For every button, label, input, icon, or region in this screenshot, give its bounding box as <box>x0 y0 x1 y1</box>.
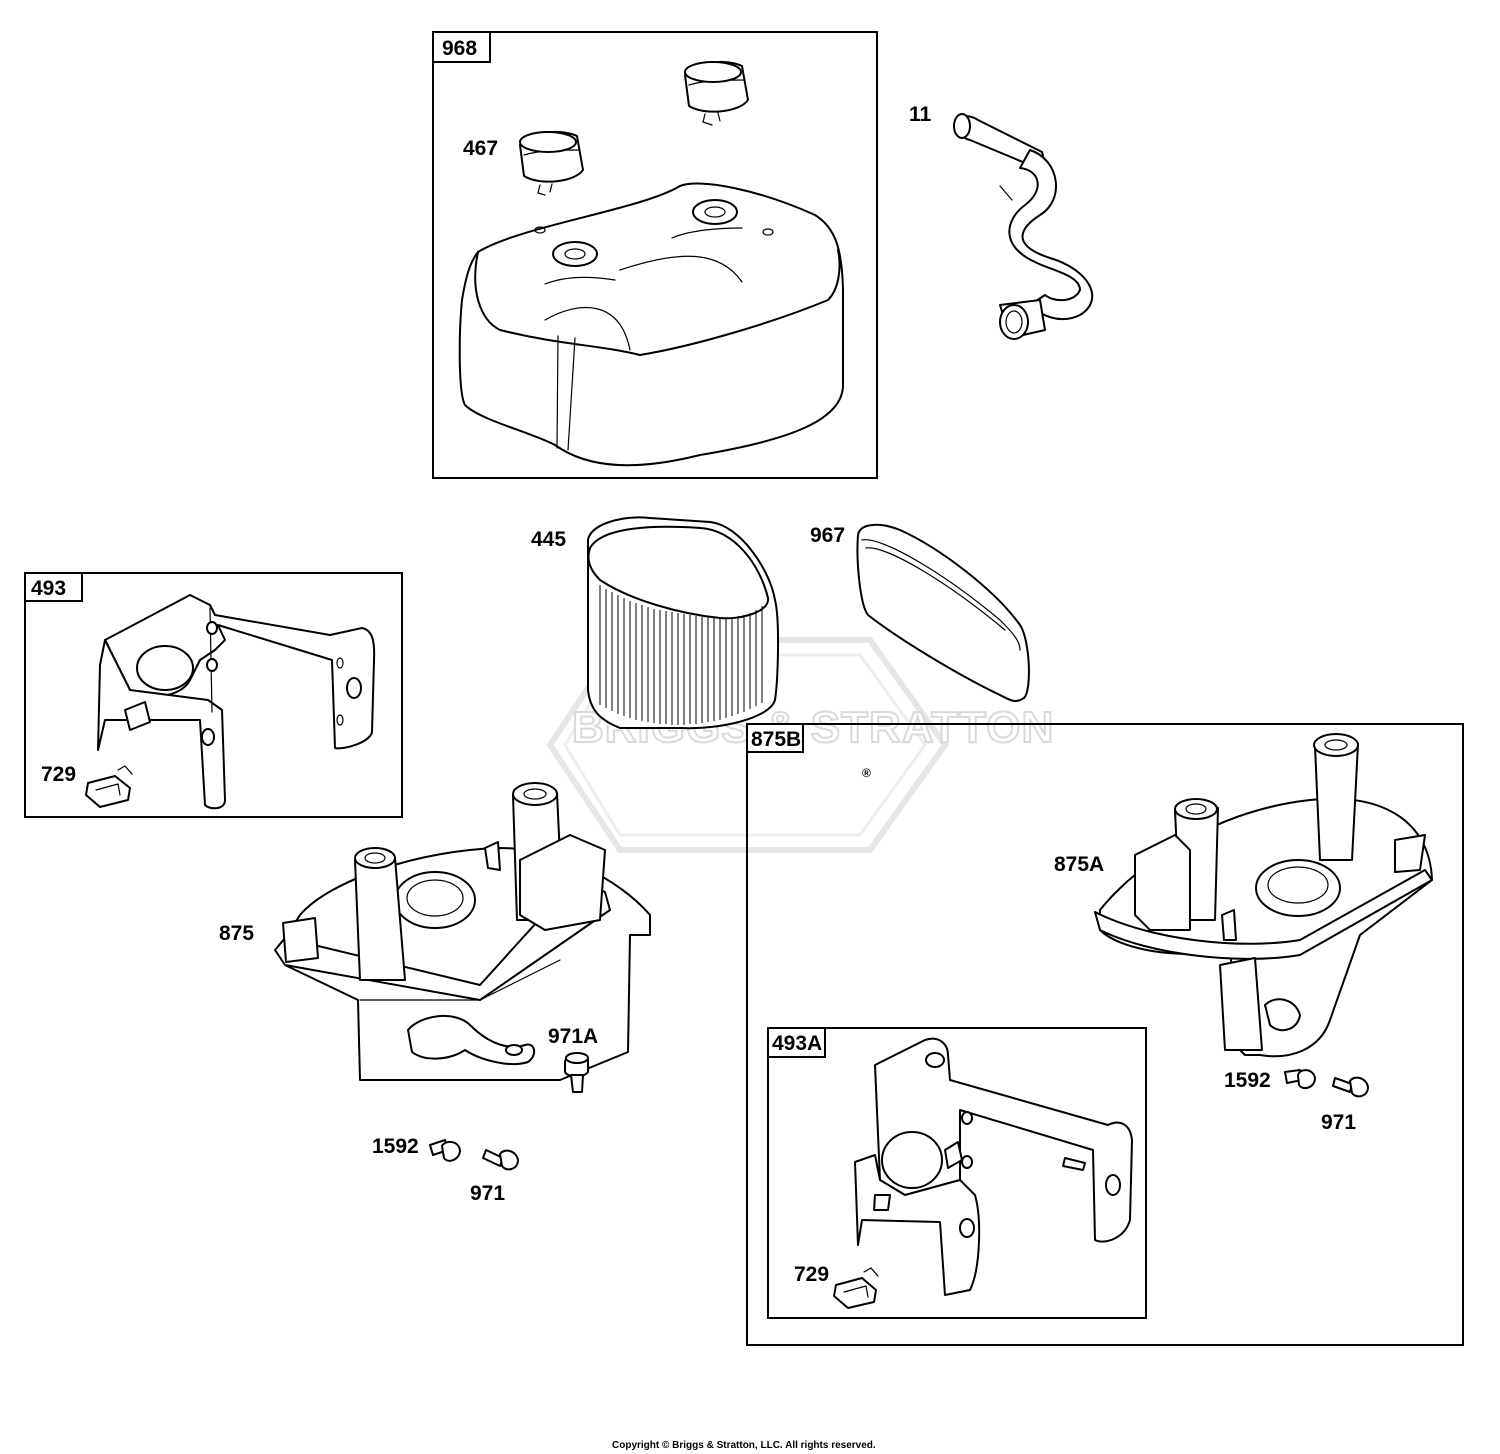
clip-729-right[interactable] <box>833 1267 879 1309</box>
callout-1592-right: 1592 <box>1224 1069 1271 1092</box>
air-cleaner-cover[interactable] <box>458 182 844 467</box>
air-cleaner-base-875[interactable] <box>274 782 651 1081</box>
callout-467: 467 <box>463 137 498 160</box>
knob-467[interactable] <box>519 130 584 196</box>
air-filter-445[interactable] <box>587 516 780 730</box>
group-493A-tag-box <box>767 1027 826 1058</box>
callout-967: 967 <box>810 524 845 547</box>
bolt-1592-right[interactable] <box>1284 1069 1316 1090</box>
group-493-frame <box>24 572 403 818</box>
callout-729-left: 729 <box>41 763 76 786</box>
bracket-493[interactable] <box>97 594 376 810</box>
bolt-971-left[interactable] <box>482 1149 519 1171</box>
breather-hose-11[interactable] <box>953 113 1094 340</box>
group-875B-tag-box <box>746 723 804 753</box>
group-493A-tag: 493A <box>772 1032 822 1055</box>
watermark-registered: ® <box>862 766 871 780</box>
group-493-tag-box <box>24 572 83 602</box>
group-493A-frame <box>767 1027 1147 1319</box>
knob-467-second[interactable] <box>684 60 749 126</box>
cap-seat-right <box>692 199 738 225</box>
cap-seat-left <box>552 241 598 267</box>
callout-11: 11 <box>909 103 932 126</box>
group-968-tag: 968 <box>442 37 477 60</box>
callout-971A: 971A <box>548 1025 598 1048</box>
callout-729-right: 729 <box>794 1263 829 1286</box>
bracket-493A[interactable] <box>854 1037 1133 1296</box>
air-cleaner-base-875A[interactable] <box>1094 733 1433 1058</box>
callout-445: 445 <box>531 528 566 551</box>
group-875B-frame <box>746 723 1464 1346</box>
group-875B-tag: 875B <box>751 728 801 751</box>
group-493A: 493A <box>767 1027 1147 1319</box>
group-968: 968 <box>432 31 878 479</box>
bolt-971A[interactable] <box>564 1052 589 1093</box>
callout-875: 875 <box>219 922 254 945</box>
pre-cleaner-967[interactable] <box>856 523 1030 703</box>
callout-875A: 875A <box>1054 853 1104 876</box>
clip-729-left[interactable] <box>85 765 133 808</box>
callout-971-right: 971 <box>1321 1111 1356 1134</box>
bolt-1592-left[interactable] <box>429 1139 461 1162</box>
group-493-tag: 493 <box>31 577 66 600</box>
group-493: 493 <box>24 572 403 818</box>
bolt-971-right[interactable] <box>1332 1076 1369 1098</box>
group-875B: 875B <box>746 723 1464 1346</box>
group-968-tag-box <box>432 31 491 63</box>
group-968-frame <box>432 31 878 479</box>
callout-1592-left: 1592 <box>372 1135 419 1158</box>
callout-971-left: 971 <box>470 1182 505 1205</box>
copyright-footer: Copyright © Briggs & Stratton, LLC. All … <box>612 1440 876 1451</box>
